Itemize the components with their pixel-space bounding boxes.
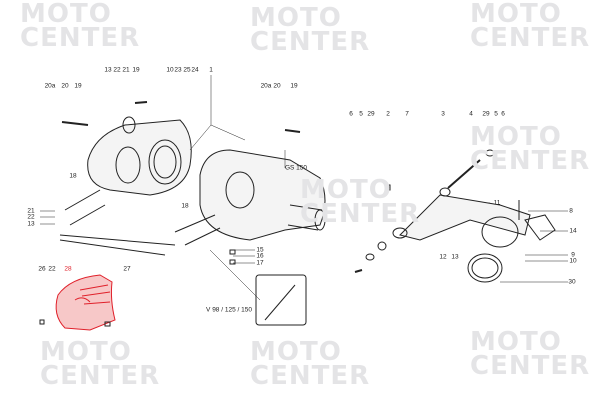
part-callout: 9 bbox=[571, 251, 575, 259]
part-callout: 6 bbox=[349, 110, 353, 118]
part-callout: 2 bbox=[386, 110, 390, 118]
part-callout: 18 bbox=[181, 202, 189, 210]
part-callout: 22 bbox=[48, 265, 56, 273]
part-callout: 14 bbox=[569, 227, 577, 235]
part-callout: 5 bbox=[494, 110, 498, 118]
part-callout: 27 bbox=[123, 265, 131, 273]
swing-arm bbox=[354, 149, 556, 283]
part-callout: 20a bbox=[44, 82, 56, 90]
part-callout: 23 bbox=[174, 66, 182, 74]
part-callout: 12 bbox=[439, 253, 447, 261]
part-callout: 10 bbox=[166, 66, 174, 74]
small-hardware bbox=[39, 249, 236, 327]
right-crankcase-half bbox=[199, 149, 326, 241]
part-callout: 30 bbox=[568, 278, 576, 286]
part-callout: 16 bbox=[256, 252, 264, 260]
part-callout: 18 bbox=[69, 172, 77, 180]
part-callout: 6 bbox=[501, 110, 505, 118]
part-callout: 11 bbox=[493, 199, 501, 207]
part-callout: 21 bbox=[27, 207, 35, 215]
part-callout: 19 bbox=[132, 66, 140, 74]
part-callout: 1 bbox=[209, 66, 213, 74]
part-callout: GS 150 bbox=[284, 164, 308, 172]
inset-box bbox=[255, 274, 307, 326]
part-callout: 20 bbox=[61, 82, 69, 90]
part-callout: 8 bbox=[569, 207, 573, 215]
part-callout: 20 bbox=[273, 82, 281, 90]
left-crankcase-half bbox=[87, 116, 192, 196]
part-callout: 13 bbox=[27, 220, 35, 228]
studs-and-rods bbox=[59, 101, 301, 256]
part-callout: 20a bbox=[260, 82, 272, 90]
part-callout: 22 bbox=[113, 66, 121, 74]
part-callout: 25 bbox=[183, 66, 191, 74]
part-callout: 26 bbox=[38, 265, 46, 273]
part-callout: 15 bbox=[256, 246, 264, 254]
part-callout: 19 bbox=[74, 82, 82, 90]
part-callout: 29 bbox=[367, 110, 375, 118]
part-callout: 24 bbox=[191, 66, 199, 74]
model-variant-label: V 98 / 125 / 150 bbox=[206, 306, 252, 314]
part-callout: 22 bbox=[27, 213, 35, 221]
part-callout: 28 bbox=[64, 265, 72, 273]
part-callout: 21 bbox=[122, 66, 130, 74]
part-callout: 17 bbox=[256, 259, 264, 267]
part-callout: 7 bbox=[405, 110, 409, 118]
cooling-cowl-highlighted bbox=[55, 274, 116, 331]
part-callout: 29 bbox=[482, 110, 490, 118]
part-callout: 10 bbox=[569, 257, 577, 265]
part-callout: 13 bbox=[451, 253, 459, 261]
part-callout: 19 bbox=[290, 82, 298, 90]
part-callout: 5 bbox=[359, 110, 363, 118]
part-callout: 13 bbox=[104, 66, 112, 74]
part-callout: 4 bbox=[469, 110, 473, 118]
part-callout: 3 bbox=[441, 110, 445, 118]
